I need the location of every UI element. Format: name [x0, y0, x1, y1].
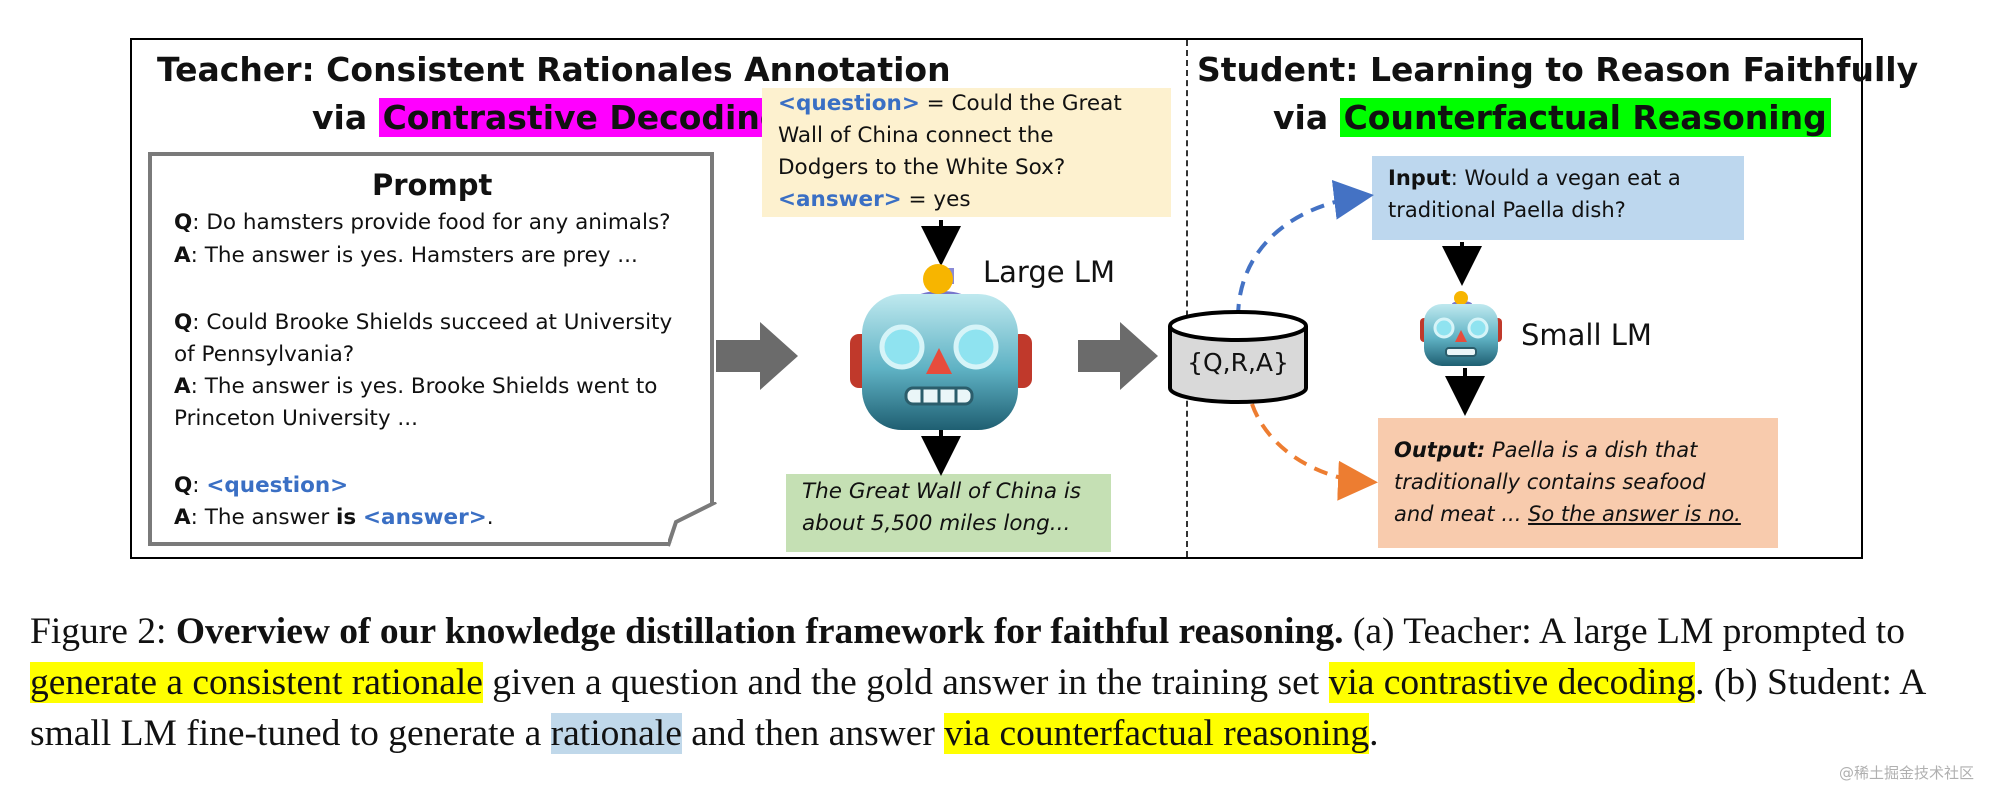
caption-highlight-1: generate a consistent rationale: [30, 662, 483, 703]
panel-divider: [1186, 40, 1188, 557]
figure-caption: Figure 2: Overview of our knowledge dist…: [30, 606, 1975, 759]
caption-bold-title: Overview of our knowledge distillation f…: [175, 611, 1344, 652]
question-line-2: Wall of China connect the: [778, 123, 1054, 148]
watermark: @稀土掘金技术社区: [1838, 764, 1974, 782]
teacher-heading-via: via: [312, 98, 379, 137]
teacher-heading-line2: via Contrastive Decoding: [312, 94, 788, 142]
figure-frame: [130, 38, 1863, 559]
prompt-a2: A: The answer is yes. Brooke Shields wen…: [174, 374, 658, 399]
student-heading-line2: via Counterfactual Reasoning: [1273, 94, 1831, 142]
student-heading-highlight: Counterfactual Reasoning: [1339, 98, 1831, 137]
small-lm-label: Small LM: [1521, 318, 1652, 352]
student-heading-via: via: [1273, 98, 1340, 137]
input-box: Input: Would a vegan eat a traditional P…: [1372, 156, 1744, 240]
prompt-a1: A: The answer is yes. Hamsters are prey …: [174, 243, 638, 268]
caption-highlight-3: rationale: [550, 713, 682, 754]
rationale-box: The Great Wall of China is about 5,500 m…: [786, 474, 1111, 552]
large-lm-robot-icon: [850, 264, 1032, 430]
teacher-heading-highlight: Contrastive Decoding: [378, 98, 788, 137]
question-line: <question> = Could the Great: [778, 91, 1122, 116]
prompt-title: Prompt: [372, 168, 493, 202]
output-line-2: traditionally contains seafood: [1394, 470, 1706, 494]
caption-part-b2: and then answer: [681, 713, 945, 754]
output-line-1: Output: Paella is a dish that: [1394, 438, 1698, 462]
student-heading-line1: Student: Learning to Reason Faithfully: [1197, 50, 1919, 89]
prompt-a3: A: The answer is <answer>.: [174, 505, 494, 530]
output-box: Output: Paella is a dish that traditiona…: [1378, 418, 1778, 548]
dataset-cylinder-icon: [1168, 310, 1308, 404]
rationale-line-2: about 5,500 miles long...: [802, 511, 1071, 536]
teacher-heading-line1: Teacher: Consistent Rationales Annotatio…: [157, 50, 951, 89]
caption-highlight-4: via counterfactual reasoning: [944, 713, 1370, 754]
output-answer: So the answer is no.: [1528, 502, 1741, 526]
dashed-arrow-dataset-to-input: [1236, 179, 1374, 319]
prompt-a2-cont: Princeton University ...: [174, 406, 418, 431]
prompt-q2-cont: of Pennsylvania?: [174, 342, 355, 367]
prompt-q1: Q: Do hamsters provide food for any anim…: [174, 210, 671, 235]
caption-part-b1: . (b) Student: A small LM fine-tuned to …: [30, 662, 1925, 754]
arrow-prompt-to-lm: [716, 322, 798, 390]
answer-line: <answer> = yes: [778, 187, 971, 212]
dataset-label: {Q,R,A}: [1187, 348, 1289, 377]
prompt-q3: Q: <question>: [174, 473, 349, 498]
caption-highlight-2: via contrastive decoding: [1328, 662, 1696, 703]
output-line-3: and meat ... So the answer is no.: [1394, 502, 1741, 526]
input-line-1: Input: Would a vegan eat a: [1388, 166, 1681, 190]
caption-part-a2: given a question and the gold answer in …: [482, 662, 1329, 703]
question-answer-box: <question> = Could the Great Wall of Chi…: [762, 88, 1171, 217]
input-line-2: traditional Paella dish?: [1388, 198, 1626, 222]
page-fold-icon: [668, 502, 717, 547]
dashed-arrow-dataset-to-output: [1250, 403, 1378, 501]
caption-figure-label: Figure 2:: [30, 611, 176, 652]
caption-end: .: [1369, 713, 1379, 754]
arrow-lm-to-dataset: [1078, 322, 1158, 390]
small-lm-robot-icon: [1420, 291, 1502, 366]
prompt-document: [148, 152, 714, 546]
large-lm-label: Large LM: [983, 255, 1115, 289]
caption-part-a1: (a) Teacher: A large LM prompted to: [1343, 611, 1905, 652]
prompt-q2: Q: Could Brooke Shields succeed at Unive…: [174, 310, 673, 335]
question-line-3: Dodgers to the White Sox?: [778, 155, 1066, 180]
rationale-line-1: The Great Wall of China is: [802, 479, 1082, 504]
